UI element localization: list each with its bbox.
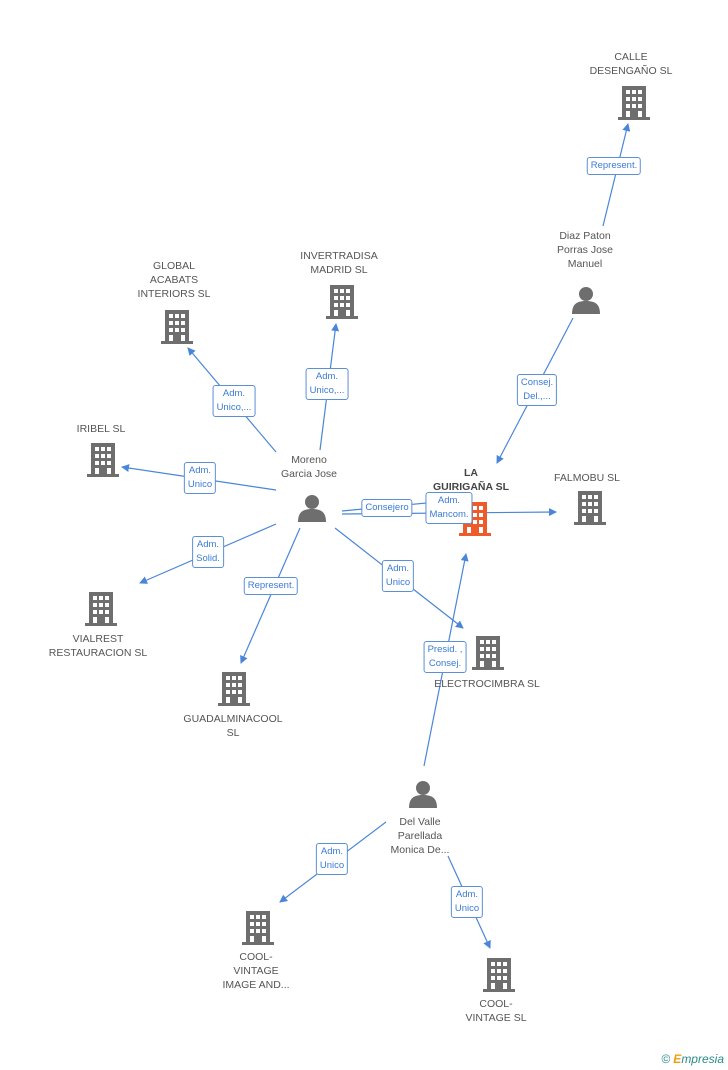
node-label-del-valle[interactable]: Del Valle Parellada Monica De... [390, 816, 450, 856]
edge-label-e4[interactable]: Adm. Unico,... [212, 385, 256, 417]
node-label-electrocimbra[interactable]: ELECTROCIMBRA SL [434, 678, 540, 690]
brand-initial: E [673, 1052, 682, 1066]
edge-label-e6[interactable]: Consejero [361, 499, 413, 517]
node-label-cool-vintage[interactable]: COOL- VINTAGE SL [465, 998, 527, 1024]
node-label-calle-desengano[interactable]: CALLE DESENGAÑO SL [589, 51, 673, 77]
node-label-vialrest[interactable]: VIALREST RESTAURACION SL [48, 633, 148, 659]
node-label-cool-vintage-image[interactable]: COOL- VINTAGE IMAGE AND... [222, 951, 290, 991]
building-icon[interactable] [483, 958, 515, 992]
edge-line-e9 [240, 527, 301, 664]
edge-label-e8[interactable]: Adm. Solid. [192, 536, 224, 568]
edge-label-e11[interactable]: Presid. , Consej. [423, 641, 467, 673]
edge-label-e3[interactable]: Adm. Unico,... [305, 368, 349, 400]
building-icon[interactable] [218, 672, 250, 706]
footer-brand: ©Empresia [661, 1052, 724, 1066]
brand-name: mpresia [681, 1052, 724, 1066]
edge-label-e5[interactable]: Adm. Unico [183, 462, 217, 494]
edge-label-e7[interactable]: Adm. Mancom. [425, 492, 473, 524]
edge-label-e10[interactable]: Adm. Unico [381, 560, 415, 592]
node-label-falmobu[interactable]: FALMOBU SL [554, 472, 620, 484]
person-icon[interactable] [297, 493, 327, 523]
building-icon[interactable] [472, 636, 504, 670]
node-label-la-guiriganya[interactable]: LA GUIRIGAÑA SL [432, 467, 510, 493]
person-icon[interactable] [571, 285, 601, 315]
node-label-moreno[interactable]: Moreno Garcia Jose [280, 454, 338, 480]
node-label-global-acabats[interactable]: GLOBAL ACABATS INTERIORS SL [137, 260, 211, 300]
edge-label-e9[interactable]: Represent. [243, 577, 299, 595]
edge-label-e1[interactable]: Represent. [586, 157, 642, 175]
node-label-diaz-paton[interactable]: Diaz Paton Porras Jose Manuel [556, 230, 614, 270]
edge-label-e12[interactable]: Adm. Unico [315, 843, 349, 875]
building-icon[interactable] [618, 86, 650, 120]
building-icon[interactable] [574, 491, 606, 525]
building-icon[interactable] [326, 285, 358, 319]
node-label-invertradisa[interactable]: INVERTRADISA MADRID SL [300, 250, 378, 276]
person-icon[interactable] [408, 779, 438, 809]
edge-line-e1 [602, 123, 631, 227]
building-icon[interactable] [161, 310, 193, 344]
copyright-icon: © [661, 1052, 671, 1066]
edge-label-e13[interactable]: Adm. Unico [450, 886, 484, 918]
edge-label-e2[interactable]: Consej. Del.,... [516, 374, 558, 406]
node-label-guadalminacool[interactable]: GUADALMINACOOL SL [183, 713, 283, 739]
node-label-iribel[interactable]: IRIBEL SL [76, 423, 126, 435]
building-icon[interactable] [87, 443, 119, 477]
building-icon[interactable] [242, 911, 274, 945]
building-icon[interactable] [85, 592, 117, 626]
